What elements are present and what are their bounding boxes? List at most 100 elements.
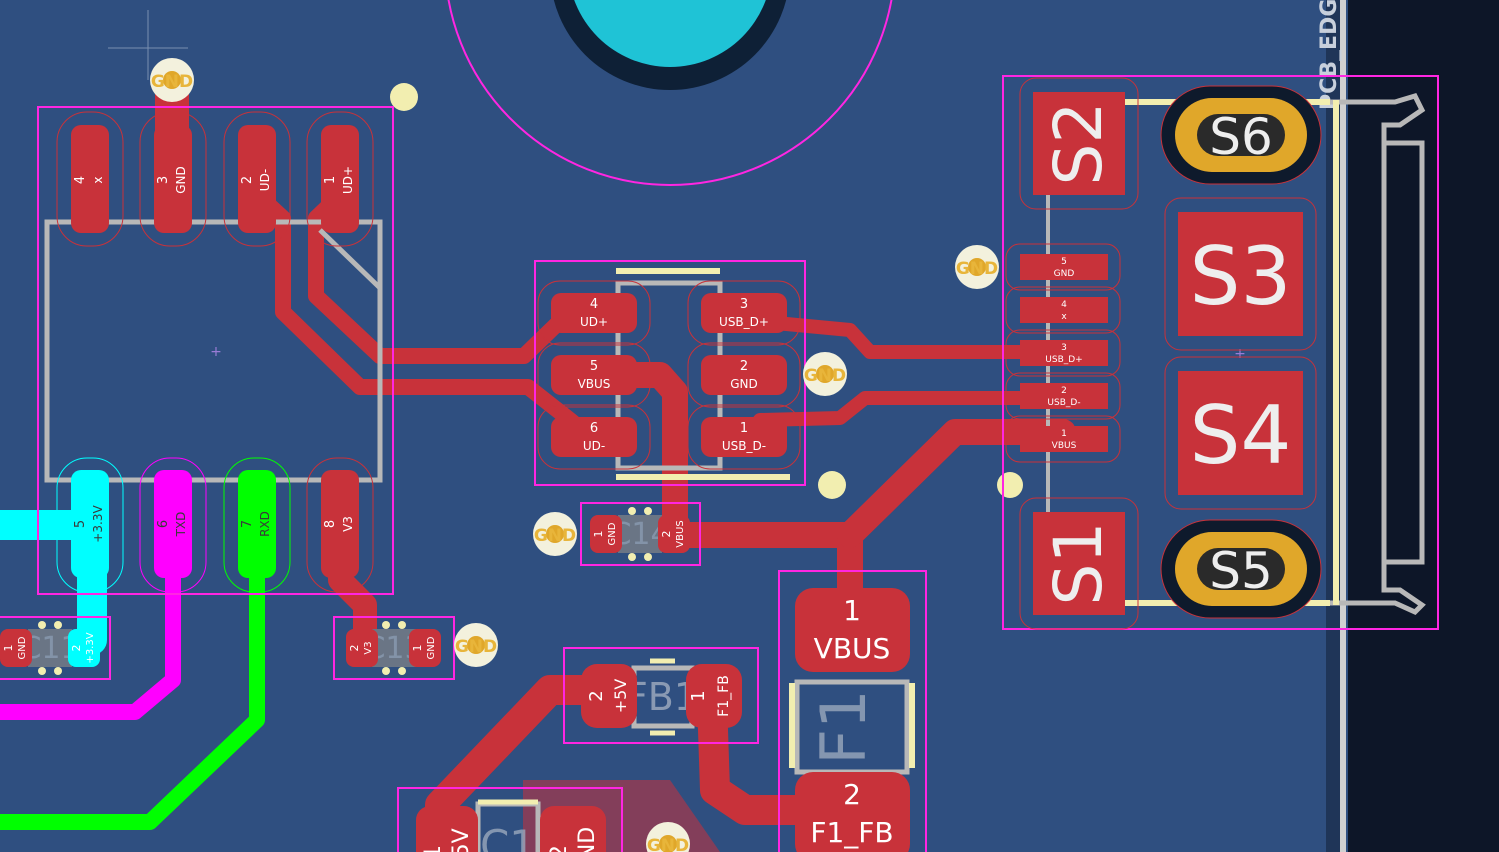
- pad-number: 1: [740, 421, 748, 436]
- gnd-via[interactable]: GND: [646, 822, 690, 852]
- trace-rxd: [0, 482, 265, 830]
- gnd-via[interactable]: GND: [533, 512, 577, 556]
- pad-net-label: GND: [426, 636, 437, 659]
- usb-pin-4[interactable]: 4x: [1005, 286, 1121, 334]
- module-fab-outline: [44, 219, 383, 483]
- pad-net-label: UD+: [341, 166, 355, 194]
- gnd-via-label: GND: [647, 836, 689, 852]
- pad-net-label: UD-: [258, 169, 272, 191]
- pad-number: 2: [348, 645, 361, 652]
- usb-shield-pad-S2[interactable]: S2: [1019, 77, 1139, 210]
- pad-net-label: x: [1061, 312, 1067, 322]
- pad-net-label: UD+: [580, 315, 608, 329]
- gnd-via[interactable]: GND: [803, 352, 847, 396]
- usb-courtyard: [1002, 75, 1439, 630]
- pad-number: 1: [843, 594, 861, 627]
- pad-net-label: USB_D-: [1047, 398, 1080, 408]
- pad-number: 3: [156, 176, 171, 184]
- pad-number: 5: [73, 520, 88, 528]
- pad-net-label: GND: [174, 166, 188, 194]
- pad-number: 1: [421, 845, 446, 852]
- usb-shield-pad-S6[interactable]: S6: [1160, 85, 1322, 185]
- pad-net-label: TXD: [174, 512, 188, 538]
- pad-number: 1: [1061, 429, 1067, 439]
- shield-pad-label: S4: [1190, 389, 1292, 482]
- pad-number: 2: [547, 845, 572, 852]
- gnd-via-label: GND: [151, 72, 193, 92]
- pad-number: 4: [1061, 300, 1067, 310]
- gnd-via[interactable]: GND: [454, 623, 498, 667]
- mounting-hole[interactable]: [568, 0, 772, 67]
- pad-number: 1: [323, 176, 338, 184]
- fiducial: [997, 472, 1023, 498]
- pad-net-label: +5V: [449, 828, 474, 852]
- module-courtyard: [37, 106, 394, 595]
- pad-number: 2: [660, 531, 673, 538]
- pad-number: 2: [843, 778, 861, 811]
- trace-txd: [0, 482, 181, 720]
- pad-net-label: F1_FB: [810, 816, 893, 849]
- pad-number: 6: [156, 520, 171, 528]
- pad-net-label: USB_D-: [722, 439, 766, 453]
- usb-center-mark: +: [1234, 346, 1246, 362]
- pad-number: 2: [240, 176, 255, 184]
- cap-ref: C1: [480, 821, 536, 852]
- mounting-hole-courtyard: [447, 0, 893, 186]
- usb-shield-pad-S4[interactable]: S4: [1164, 356, 1317, 510]
- gnd-vias: GND GND GND GND GND GND: [150, 58, 999, 852]
- pad-number: 2: [586, 690, 607, 701]
- pad-number: 3: [740, 297, 748, 312]
- usb-shield-pad-S1[interactable]: S1: [1019, 497, 1139, 630]
- usb-shield-pad-S3[interactable]: S3: [1164, 197, 1317, 351]
- pad-number: 2: [740, 359, 748, 374]
- pad-number: 8: [323, 520, 338, 528]
- usb-shield-pad-S5[interactable]: S5: [1160, 519, 1322, 619]
- board-edge-label: PCB_EDGE: [1317, 0, 1342, 110]
- fuse-ref: F1: [807, 689, 880, 764]
- gnd-via-label: GND: [956, 259, 998, 279]
- module-pad-5[interactable]: 5+3.3V: [56, 457, 124, 593]
- shield-pad-label: S3: [1190, 230, 1292, 323]
- pad-net-label: GND: [17, 636, 28, 659]
- esd-pad-6[interactable]: 6UD-: [537, 404, 651, 470]
- shield-pad-label: S1: [1040, 522, 1117, 606]
- gnd-via-label: GND: [804, 366, 846, 386]
- pad-number: 4: [590, 297, 598, 312]
- pad-net-label: VBUS: [675, 520, 686, 547]
- pad-net-label: VBUS: [1052, 441, 1077, 451]
- pad-net-label: x: [91, 176, 105, 183]
- pad-number: 1: [2, 645, 15, 652]
- gnd-via[interactable]: GND: [150, 58, 194, 102]
- pad-net-label: RXD: [258, 511, 272, 537]
- gnd-via[interactable]: GND: [955, 245, 999, 289]
- esd-pad-4[interactable]: 4UD+: [537, 280, 651, 346]
